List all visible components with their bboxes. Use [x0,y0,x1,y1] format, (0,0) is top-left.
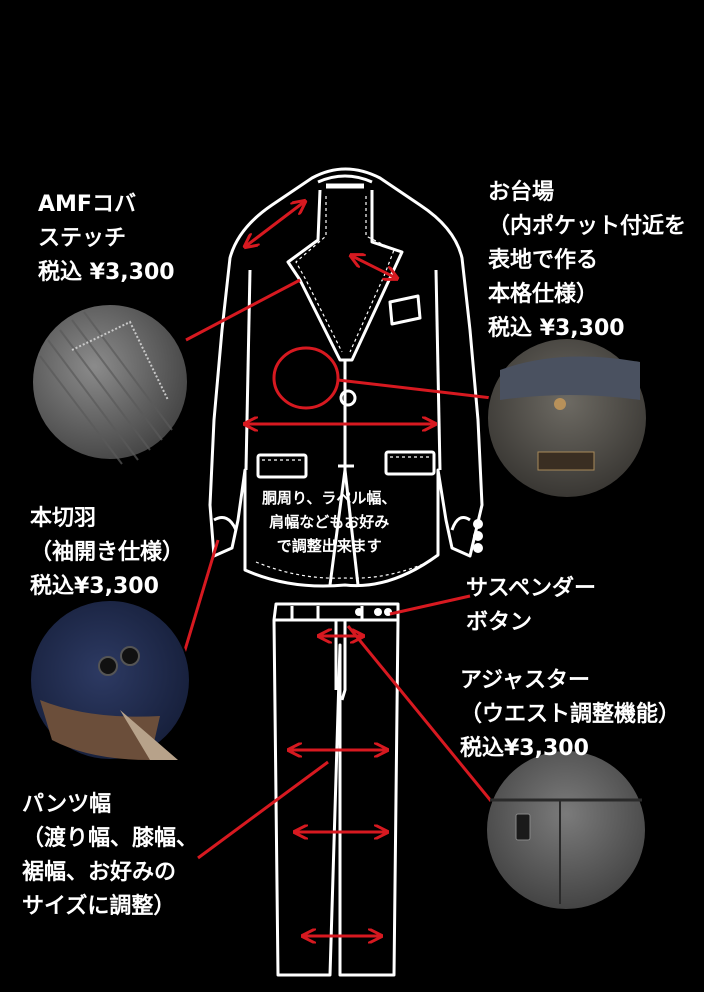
label-line: サスペンダー [466,576,597,601]
suspender-buttons [355,608,392,616]
label-line: 税込¥3,300 [460,736,589,761]
label-adjuster: アジャスター （ウエスト調整機能） 税込¥3,300 [460,664,680,766]
label-line: （ウエスト調整機能） [460,702,681,727]
label-line: で調整出来ます [276,537,382,555]
label-line: お台場 [488,180,555,205]
label-line: ステッチ [38,226,127,251]
cuff-buttons [473,519,483,553]
label-line: 胴周り、ラペル幅、 [262,489,397,507]
label-line: 肩幅などもお好み [269,513,390,531]
shoulder-arrow [246,202,304,246]
label-line: アジャスター [460,668,591,693]
odaiba-leader [337,378,493,400]
label-line: 表地で作る [488,248,599,273]
adjustment-arrows [180,202,502,936]
label-line: （内ポケット付近を [488,214,687,239]
pants-leader [197,760,329,860]
label-line: 税込 ¥3,300 [38,260,175,285]
suspender-leader [389,594,471,616]
label-body-adjust: 胴周り、ラペル幅、 肩幅などもお好み で調整出来ます [262,486,396,558]
photo-amf-stitch [31,303,189,465]
label-line: 本切羽 [30,506,97,531]
label-line: 裾幅、お好みの [22,860,177,885]
label-line: ボタン [466,610,533,635]
label-line: AMFコバ [38,192,136,217]
label-line: サイズに調整） [22,894,176,919]
label-line: パンツ幅 [22,792,112,817]
honsetsu-leader [180,539,220,661]
label-suspender: サスペンダー ボタン [466,572,596,640]
label-line: 税込¥3,300 [30,574,159,599]
label-odaiba: お台場 （内ポケット付近を 表地で作る 本格仕様） 税込 ¥3,300 [488,176,686,346]
photo-adjuster [485,749,647,911]
label-line: （袖開き仕様） [30,540,185,565]
amf-leader [185,278,301,342]
photo-honsetsu [29,599,191,761]
label-line: 税込 ¥3,300 [488,316,625,341]
lapel-arrow [352,256,396,278]
label-pants-width: パンツ幅 （渡り幅、膝幅、 裾幅、お好みの サイズに調整） [22,788,198,924]
label-honsetsu: 本切羽 （袖開き仕様） 税込¥3,300 [30,502,184,604]
label-amf-stitch: AMFコバ ステッチ 税込 ¥3,300 [38,188,175,290]
photo-odaiba [486,337,648,499]
label-line: 本格仕様） [488,282,599,307]
odaiba-circle [272,346,340,410]
jacket-stitching [255,196,433,579]
label-line: （渡り幅、膝幅、 [22,826,199,851]
adjuster-leader [346,625,502,813]
